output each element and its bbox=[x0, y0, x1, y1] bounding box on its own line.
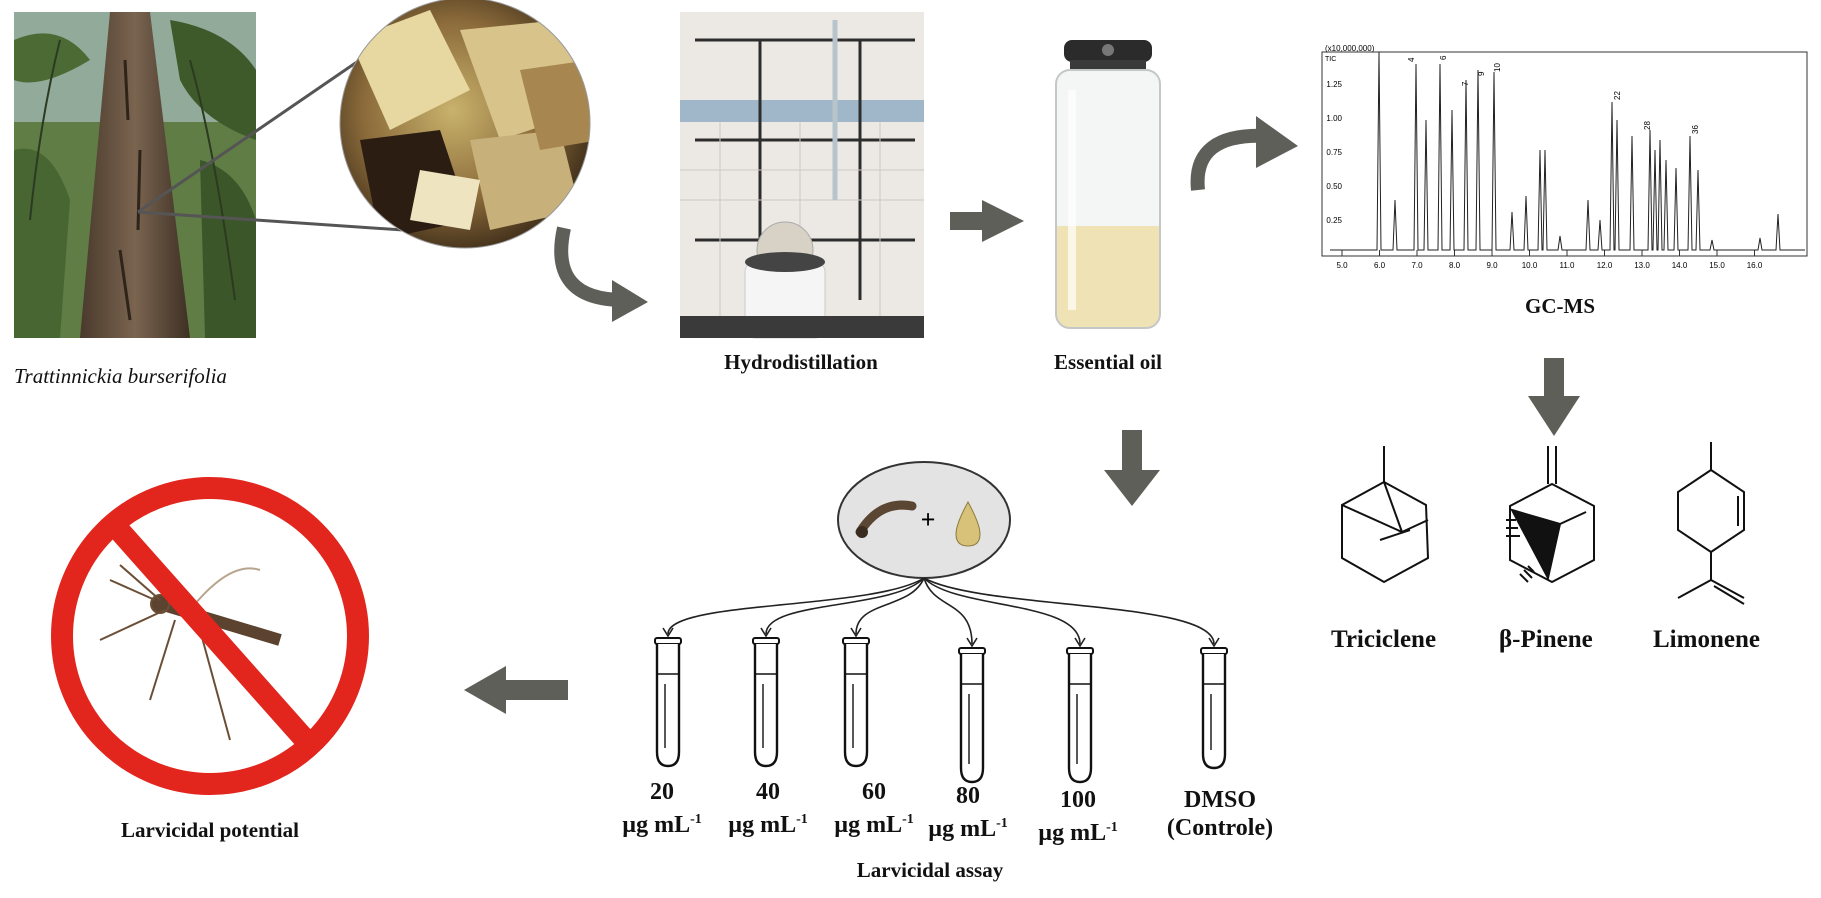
concentration-label-40: 40 µg mL-1 bbox=[728, 779, 808, 838]
arrow-to-larvicidal-potential bbox=[464, 666, 568, 714]
chromatogram-scale-label: (x10,000,000) bbox=[1325, 44, 1375, 53]
test-tubes bbox=[654, 577, 1228, 784]
assay-branch-line bbox=[855, 577, 925, 635]
plus-sign: + bbox=[921, 505, 936, 534]
chromatogram-y-tick: 0.75 bbox=[1326, 148, 1342, 157]
assay-branch-line bbox=[765, 577, 925, 635]
chromatogram-peak-label: 28 bbox=[1643, 121, 1652, 130]
chromatogram-y-tick: 0.50 bbox=[1326, 182, 1342, 191]
concentration-label-100: 100 µg mL-1 bbox=[1038, 787, 1118, 846]
chromatogram-peak-label: 22 bbox=[1613, 91, 1622, 100]
gcms-chromatogram: (x10,000,000) TIC 1.25 1.00 0.75 0.50 0.25 5… bbox=[1321, 44, 1808, 270]
molecule-label-beta-pinene: β-Pinene bbox=[1499, 626, 1593, 653]
zoom-line-top bbox=[137, 51, 371, 214]
concentration-label-60: 60 µg mL-1 bbox=[834, 779, 914, 838]
molecule-limonene bbox=[1677, 442, 1745, 605]
chromatogram-x-ticks: 5.0 6.0 7.0 8.0 9.0 10.0 11.0 12.0 13.0 14.0 15.0 1… bbox=[1336, 250, 1763, 270]
arrow-to-essential-oil bbox=[950, 200, 1024, 242]
molecule-label-limonene: Limonene bbox=[1653, 626, 1760, 653]
curved-arrow-to-gcms bbox=[1190, 116, 1298, 191]
oil-drop-icon bbox=[955, 500, 981, 547]
chromatogram-trace bbox=[1330, 51, 1805, 251]
chromatogram-x-tick: 13.0 bbox=[1634, 261, 1650, 270]
chromatogram-peak-label: 6 bbox=[1439, 55, 1448, 60]
chromatogram-x-tick: 7.0 bbox=[1411, 261, 1423, 270]
molecule-triciclene bbox=[1341, 446, 1430, 584]
assay-mix-bubble: + bbox=[837, 461, 1011, 579]
test-tube bbox=[1067, 654, 1093, 784]
arrow-down-to-molecules bbox=[1528, 358, 1580, 436]
chromatogram-x-tick: 12.0 bbox=[1597, 261, 1613, 270]
chromatogram-y-tick: 1.25 bbox=[1326, 80, 1342, 89]
chromatogram-peak-labels: 4 6 7 9 10 22 28 36 bbox=[1407, 55, 1700, 134]
essential-oil-vial bbox=[1055, 40, 1161, 329]
chromatogram-x-tick: 15.0 bbox=[1709, 261, 1725, 270]
larvicidal-potential-label: Larvicidal potential bbox=[121, 818, 299, 842]
test-tube bbox=[959, 654, 985, 784]
chromatogram-x-tick: 8.0 bbox=[1449, 261, 1461, 270]
tree-photo bbox=[14, 12, 256, 338]
control-label: DMSO (Controle) bbox=[1166, 787, 1274, 841]
chromatogram-peak-label: 10 bbox=[1493, 63, 1502, 72]
assay-branch-line bbox=[923, 577, 1081, 645]
chromatogram-x-tick: 14.0 bbox=[1672, 261, 1688, 270]
molecule-beta-pinene bbox=[1506, 446, 1595, 584]
gcms-label: GC-MS bbox=[1525, 294, 1595, 318]
arrow-down-to-assay bbox=[1104, 430, 1160, 506]
chromatogram-tic-label: TIC bbox=[1325, 56, 1336, 63]
bark-chips-closeup bbox=[339, 0, 591, 249]
molecule-label-triciclene: Triciclene bbox=[1331, 626, 1437, 653]
tree-trunk bbox=[80, 12, 190, 338]
assay-branch-line bbox=[923, 577, 1215, 645]
curved-arrow-to-hydrodistillation bbox=[554, 226, 648, 322]
test-tube bbox=[753, 644, 779, 768]
hydrodistillation-label: Hydrodistillation bbox=[724, 350, 878, 374]
chromatogram-x-tick: 10.0 bbox=[1522, 261, 1538, 270]
chromatogram-y-tick: 0.25 bbox=[1326, 216, 1342, 225]
larvicidal-assay-label: Larvicidal assay bbox=[856, 858, 1004, 882]
chromatogram-peak-label: 7 bbox=[1461, 81, 1470, 86]
no-mosquito-sign bbox=[51, 477, 369, 795]
chromatogram-y-tick: 1.00 bbox=[1326, 114, 1342, 123]
chromatogram-y-ticks: 1.25 1.00 0.75 0.50 0.25 bbox=[1326, 80, 1342, 225]
concentration-label-80: 80 µg mL-1 bbox=[928, 783, 1008, 842]
test-tube bbox=[655, 644, 681, 768]
hydrodistillation-photo bbox=[680, 12, 924, 339]
test-tube bbox=[1201, 654, 1227, 770]
species-label: Trattinnickia burserifolia bbox=[14, 364, 227, 388]
test-tube bbox=[843, 644, 869, 768]
chromatogram-x-tick: 9.0 bbox=[1486, 261, 1498, 270]
chromatogram-peak-label: 36 bbox=[1691, 125, 1700, 134]
chromatogram-x-tick: 11.0 bbox=[1560, 261, 1576, 270]
chromatogram-x-tick: 16.0 bbox=[1747, 261, 1763, 270]
concentration-label-20: 20 µg mL-1 bbox=[622, 779, 702, 838]
chromatogram-peak-label: 4 bbox=[1407, 57, 1416, 62]
chromatogram-x-tick: 5.0 bbox=[1336, 261, 1348, 270]
assay-branch-line bbox=[923, 577, 973, 645]
chromatogram-x-tick: 6.0 bbox=[1374, 261, 1386, 270]
essential-oil-label: Essential oil bbox=[1054, 350, 1162, 374]
chromatogram-peak-label: 9 bbox=[1477, 71, 1486, 76]
assay-branch-line bbox=[667, 577, 925, 635]
